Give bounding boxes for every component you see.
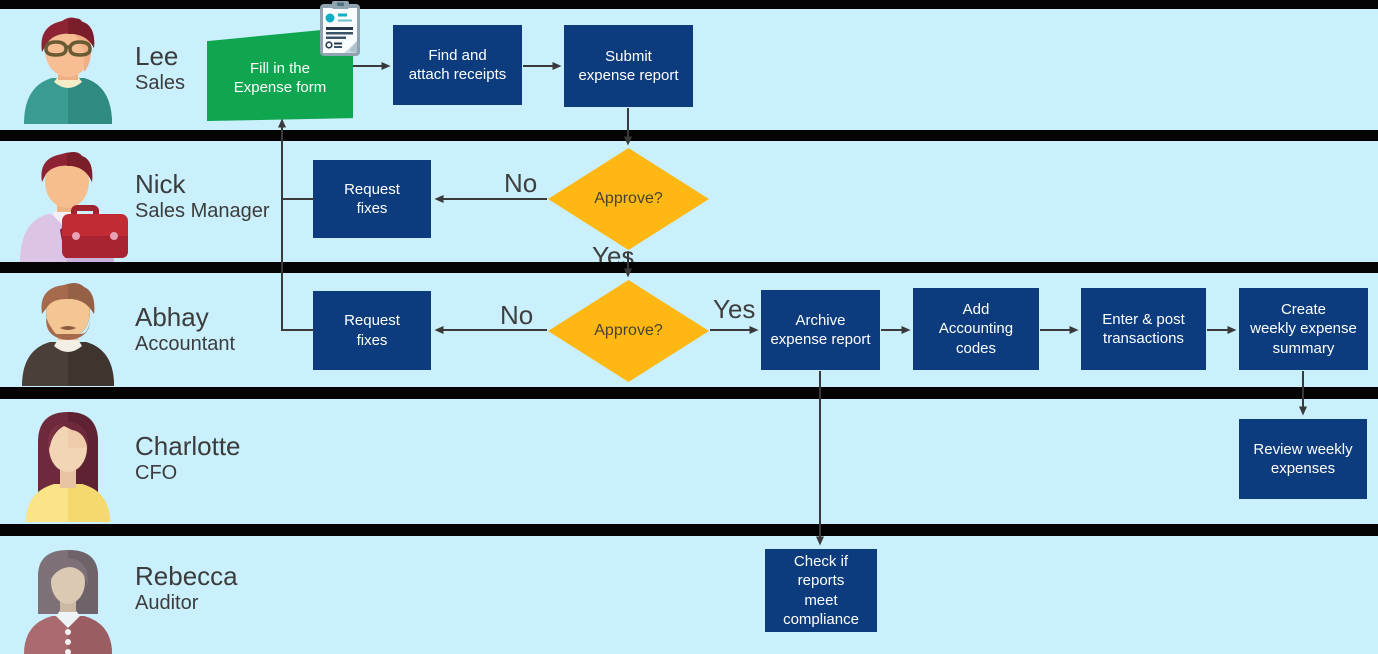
person-role: Sales Manager <box>135 199 270 222</box>
node-request-fixes-accountant: Request fixes <box>313 291 431 370</box>
briefcase-icon <box>62 205 128 258</box>
lane-divider-4 <box>0 524 1378 536</box>
person-role: Sales <box>135 71 186 94</box>
node-create-weekly-summary: Create weekly expense summary <box>1239 288 1368 370</box>
lane-label-charlotte: Charlotte CFO <box>135 432 241 485</box>
lane-divider-3 <box>0 387 1378 399</box>
node-approve-manager: Approve? <box>548 148 709 250</box>
person-name: Rebecca <box>135 561 238 591</box>
node-archive-expense-report: Archive expense report <box>761 290 880 370</box>
node-enter-post-transactions: Enter & post transactions <box>1081 288 1206 370</box>
person-name: Nick <box>135 169 186 199</box>
edge-reqfix-feedback <box>278 118 314 331</box>
node-request-fixes-manager: Request fixes <box>313 160 431 238</box>
lane-label-rebecca: Rebecca Auditor <box>135 562 238 615</box>
edge-label-yes-accountant: Yes <box>713 294 756 324</box>
node-submit-expense-report: Submit expense report <box>564 25 693 107</box>
lane-label-nick: Nick Sales Manager <box>135 170 270 223</box>
lane-divider-2 <box>0 262 1378 273</box>
person-name: Abhay <box>135 302 209 332</box>
person-name: Lee <box>135 41 179 71</box>
person-role: CFO <box>135 461 178 484</box>
node-approve-accountant: Approve? <box>548 280 709 382</box>
edge-label-no-manager: No <box>504 168 538 198</box>
node-fill-expense-form: Fill in the Expense form <box>207 27 353 121</box>
avatar-abhay <box>22 283 114 386</box>
person-name: Charlotte <box>135 431 241 461</box>
avatar-nick <box>20 152 128 262</box>
node-add-accounting-codes: Add Accounting codes <box>913 288 1039 370</box>
node-review-weekly-expenses: Review weekly expenses <box>1239 419 1367 499</box>
lane-divider-1 <box>0 130 1378 141</box>
lane-divider-top <box>0 0 1378 9</box>
lane-label-lee: Lee Sales <box>135 42 185 95</box>
avatar-lee <box>24 17 112 124</box>
avatar-charlotte <box>26 412 110 522</box>
expense-form-clipboard-icon <box>320 1 360 56</box>
lane-label-abhay: Abhay Accountant <box>135 303 235 356</box>
avatar-rebecca <box>24 550 112 654</box>
node-find-attach-receipts: Find and attach receipts <box>393 25 522 105</box>
person-role: Accountant <box>135 332 236 355</box>
node-check-compliance: Check if reports meet compliance <box>765 549 877 632</box>
edge-label-no-accountant: No <box>500 300 534 330</box>
person-role: Auditor <box>135 591 199 614</box>
